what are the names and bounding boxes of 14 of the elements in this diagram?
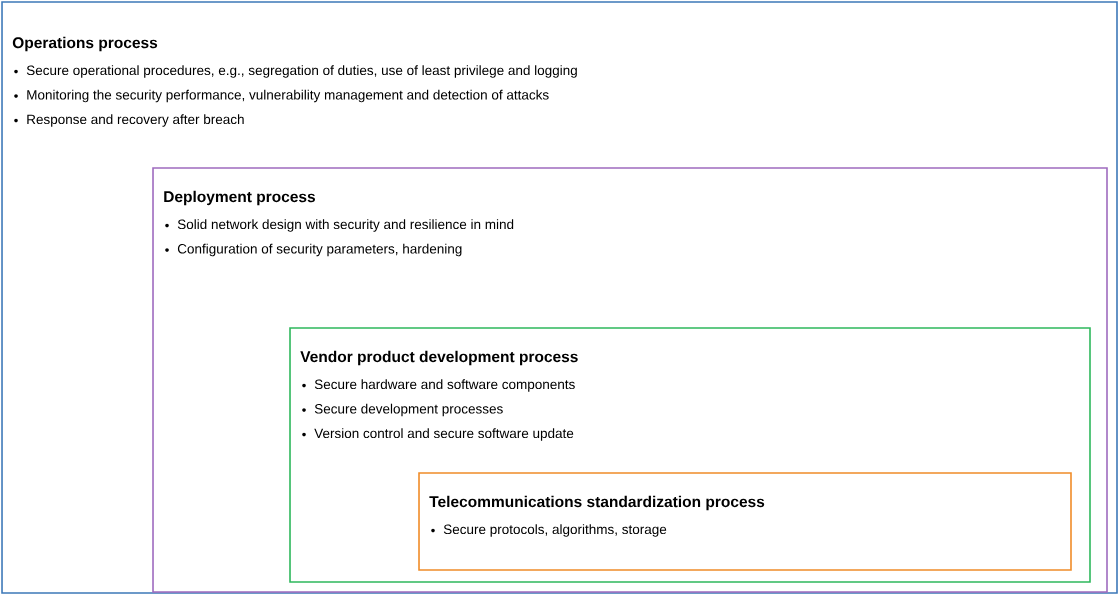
bullet-item: Secure protocols, algorithms, storage: [431, 524, 667, 537]
process-box: [418, 472, 1072, 571]
heading: Telecommunications standardization process: [429, 495, 765, 511]
heading: Operations process: [12, 36, 158, 52]
bullet-item: Version control and secure software update: [302, 428, 574, 441]
bullet-item: Configuration of security parameters, hardening: [165, 243, 462, 257]
bullet-item: Solid network design with security and resilience in mind: [165, 219, 514, 232]
heading: Deployment process: [164, 190, 315, 206]
bullet-item: Secure development processes: [302, 403, 503, 417]
bullet-item: Secure operational procedures, e.g., segregation of duties, use of least privilege and logging: [14, 65, 577, 78]
bullet-item: Response and recovery after breach: [14, 114, 244, 127]
bullet-item: Monitoring the security performance, vulnerability management and detection of attacks: [14, 89, 549, 103]
bullet-item: Secure hardware and software components: [302, 379, 575, 392]
heading: Vendor product development process: [300, 350, 578, 366]
